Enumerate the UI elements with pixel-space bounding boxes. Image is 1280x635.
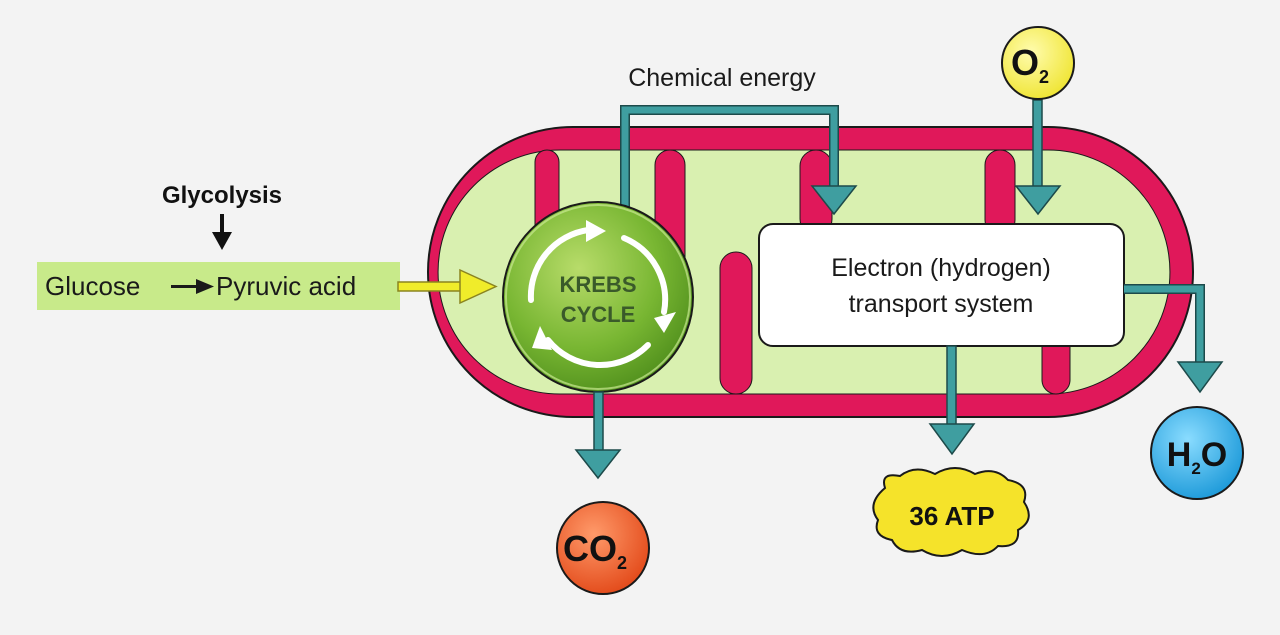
krebs-label-line1: KREBS: [559, 272, 636, 297]
h2o-o-label: O: [1201, 436, 1227, 474]
glucose-pyruvate-box: Glucose Pyruvic acid: [37, 262, 400, 310]
krebs-cycle: KREBS CYCLE: [502, 201, 694, 393]
atp-label: 36 ATP: [909, 501, 994, 531]
krebs-label-line2: CYCLE: [561, 302, 636, 327]
electron-transport-system: Electron (hydrogen) transport system: [758, 223, 1125, 347]
svg-text:CO2: CO2: [563, 528, 627, 573]
oxygen-molecule: O2: [1001, 26, 1075, 100]
pyruvic-acid-label: Pyruvic acid: [216, 271, 356, 301]
oxygen-arrow: [1014, 99, 1062, 216]
glycolysis-label: Glycolysis: [162, 182, 282, 209]
carbon-dioxide-molecule: CO2: [556, 501, 650, 595]
pyruvate-to-krebs-arrow: [397, 268, 498, 305]
h2o-subscript: 2: [1191, 459, 1200, 478]
crista: [719, 251, 753, 395]
water-arrow: [1124, 284, 1224, 394]
chemical-energy-arrow: [620, 105, 858, 216]
h2o-h-label: H: [1167, 436, 1192, 474]
ets-label-line1: Electron (hydrogen): [831, 254, 1051, 282]
atp-burst: 36 ATP: [872, 467, 1030, 557]
svg-text:H2O: H2O: [1167, 436, 1227, 478]
chemical-energy-label: Chemical energy: [628, 64, 816, 92]
glycolysis-arrow: [212, 214, 232, 250]
glucose-to-pyruvate-arrow: [171, 279, 214, 294]
co2-subscript: 2: [617, 553, 627, 573]
atp-arrow: [928, 345, 976, 456]
ets-label-line2: transport system: [849, 290, 1034, 318]
crista: [984, 149, 1016, 236]
water-molecule: H2O: [1150, 406, 1244, 500]
svg-text:O2: O2: [1011, 42, 1049, 87]
o2-subscript: 2: [1039, 67, 1049, 87]
co2-label: CO: [563, 528, 617, 569]
co2-arrow: [574, 391, 622, 480]
krebs-cycle-arrows: [527, 227, 669, 369]
glucose-label: Glucose: [45, 271, 140, 301]
o2-label: O: [1011, 42, 1039, 83]
